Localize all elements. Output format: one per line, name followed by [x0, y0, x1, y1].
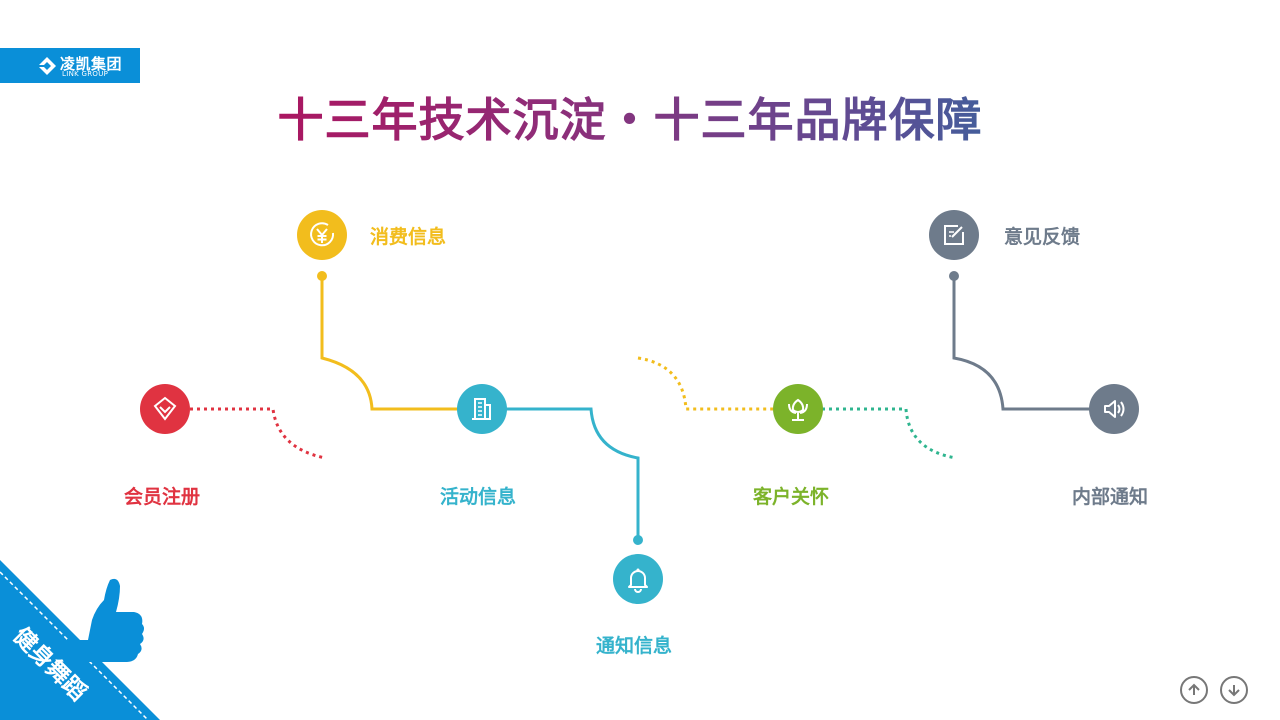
label-notice-info: 通知信息 — [596, 635, 673, 657]
page-title: 十三年技术沉淀・十三年品牌保障 — [0, 84, 1260, 150]
connector-gray-dot — [949, 271, 959, 281]
node-activity-info[interactable] — [457, 384, 507, 434]
label-feedback: 意见反馈 — [1004, 226, 1081, 248]
connector-teal — [506, 407, 640, 540]
logo-name-cn: 凌凯集团 — [60, 55, 123, 73]
company-logo: 凌凯集团 LINK GROUP — [0, 48, 140, 83]
label-internal-notice: 内部通知 — [1072, 486, 1149, 508]
connector-yellow — [320, 276, 458, 411]
label-consume-info: 消费信息 — [370, 226, 447, 248]
connector-yellow-dotted — [637, 356, 773, 411]
logo-mark-icon — [38, 57, 56, 75]
logo-name-en: LINK GROUP — [62, 70, 109, 78]
connector-red — [190, 407, 326, 460]
flower-icon — [788, 398, 808, 421]
bell-icon — [628, 568, 648, 593]
node-notice-info[interactable] — [613, 554, 663, 604]
node-customer-care[interactable] — [773, 384, 823, 434]
connector-green-dotted — [822, 407, 957, 460]
node-internal-notice[interactable] — [1089, 384, 1139, 434]
building-icon — [472, 398, 491, 420]
node-feedback[interactable] — [929, 210, 979, 260]
corner-badge: 健身舞蹈 — [0, 560, 160, 720]
label-customer-care: 客户关怀 — [753, 486, 830, 508]
diamond-icon — [153, 396, 177, 421]
node-member-register[interactable] — [140, 384, 190, 434]
arrow-up-icon — [1188, 683, 1200, 695]
yen-coin-icon — [310, 222, 335, 247]
connector-teal-dot — [633, 535, 643, 545]
thumbs-up-icon — [66, 578, 144, 662]
next-slide-button[interactable] — [1220, 676, 1248, 704]
edit-note-icon — [944, 225, 964, 245]
connector-gray — [952, 276, 1090, 411]
arrow-down-icon — [1228, 685, 1240, 697]
label-activity-info: 活动信息 — [440, 486, 517, 508]
prev-slide-button[interactable] — [1180, 676, 1208, 704]
node-consume-info[interactable] — [297, 210, 347, 260]
speaker-icon — [1104, 400, 1125, 418]
label-member-register: 会员注册 — [124, 486, 201, 508]
connector-yellow-dot — [317, 271, 327, 281]
